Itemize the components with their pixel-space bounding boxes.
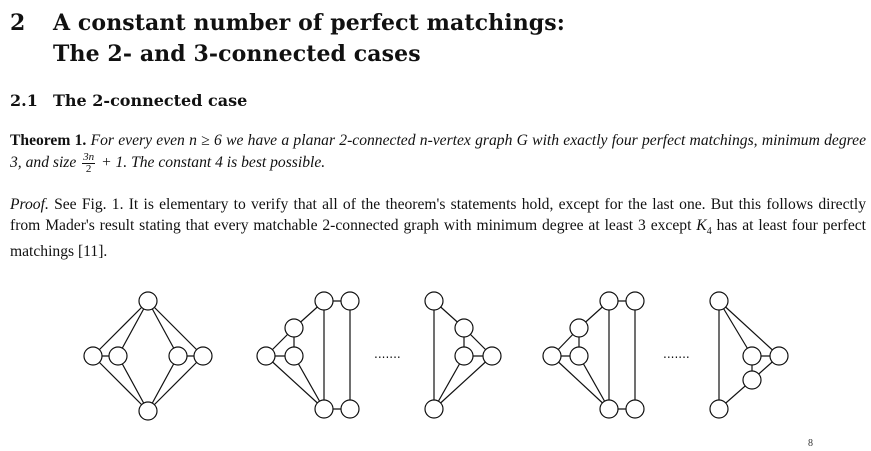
theorem-text-e: + 1. The constant 4 is best possible. [97, 153, 326, 171]
subsection-title-text: The 2-connected case [53, 91, 248, 110]
theorem-text-d: with exactly four perfect matchings, min… [10, 132, 866, 171]
section-title-line2: The 2- and 3-connected cases [53, 41, 421, 67]
theorem-text-a: For every even [90, 132, 190, 149]
proof-var-K: K [696, 216, 707, 234]
graph-vertices [83, 291, 789, 421]
subsection-number: 2.1 [10, 91, 38, 110]
proof-text-a: See Fig. 1. It is elementary to verify t… [10, 196, 866, 234]
theorem-paragraph: Theorem 1. For every even n ≥ 6 we have … [10, 131, 866, 175]
section-title: 2 A constant number of perfect matchings:… [10, 8, 565, 70]
proof-paragraph: Proof. See Fig. 1. It is elementary to v… [10, 195, 866, 263]
subsection-title: 2.1 The 2-connected case [10, 91, 247, 111]
theorem-text-c: -vertex graph [427, 132, 517, 149]
figure-ellipsis-1: ....... [374, 347, 401, 361]
proof-text-b: has at least four perfect matchings [11]… [10, 216, 866, 261]
fraction-numerator: 3n [82, 150, 96, 164]
theorem-var-n1: n [189, 132, 197, 149]
page-mark: 8 [808, 438, 813, 449]
figure-ellipsis-2: ....... [663, 347, 690, 361]
section-number: 2 [10, 10, 26, 36]
proof-var-K-subscript: 4 [706, 225, 712, 237]
section-title-line1: A constant number of perfect matchings: [53, 10, 565, 36]
theorem-label: Theorem 1. [10, 132, 87, 149]
theorem-text-b: ≥ 6 we have a planar 2-connected [196, 132, 420, 149]
proof-label: Proof. [10, 196, 49, 213]
theorem-var-G: G [516, 132, 528, 149]
figure-graphs: ....... ....... [83, 291, 789, 421]
fraction-denominator: 2 [85, 162, 92, 175]
theorem-var-n2: n [419, 132, 428, 149]
graph-edges [92, 300, 780, 412]
